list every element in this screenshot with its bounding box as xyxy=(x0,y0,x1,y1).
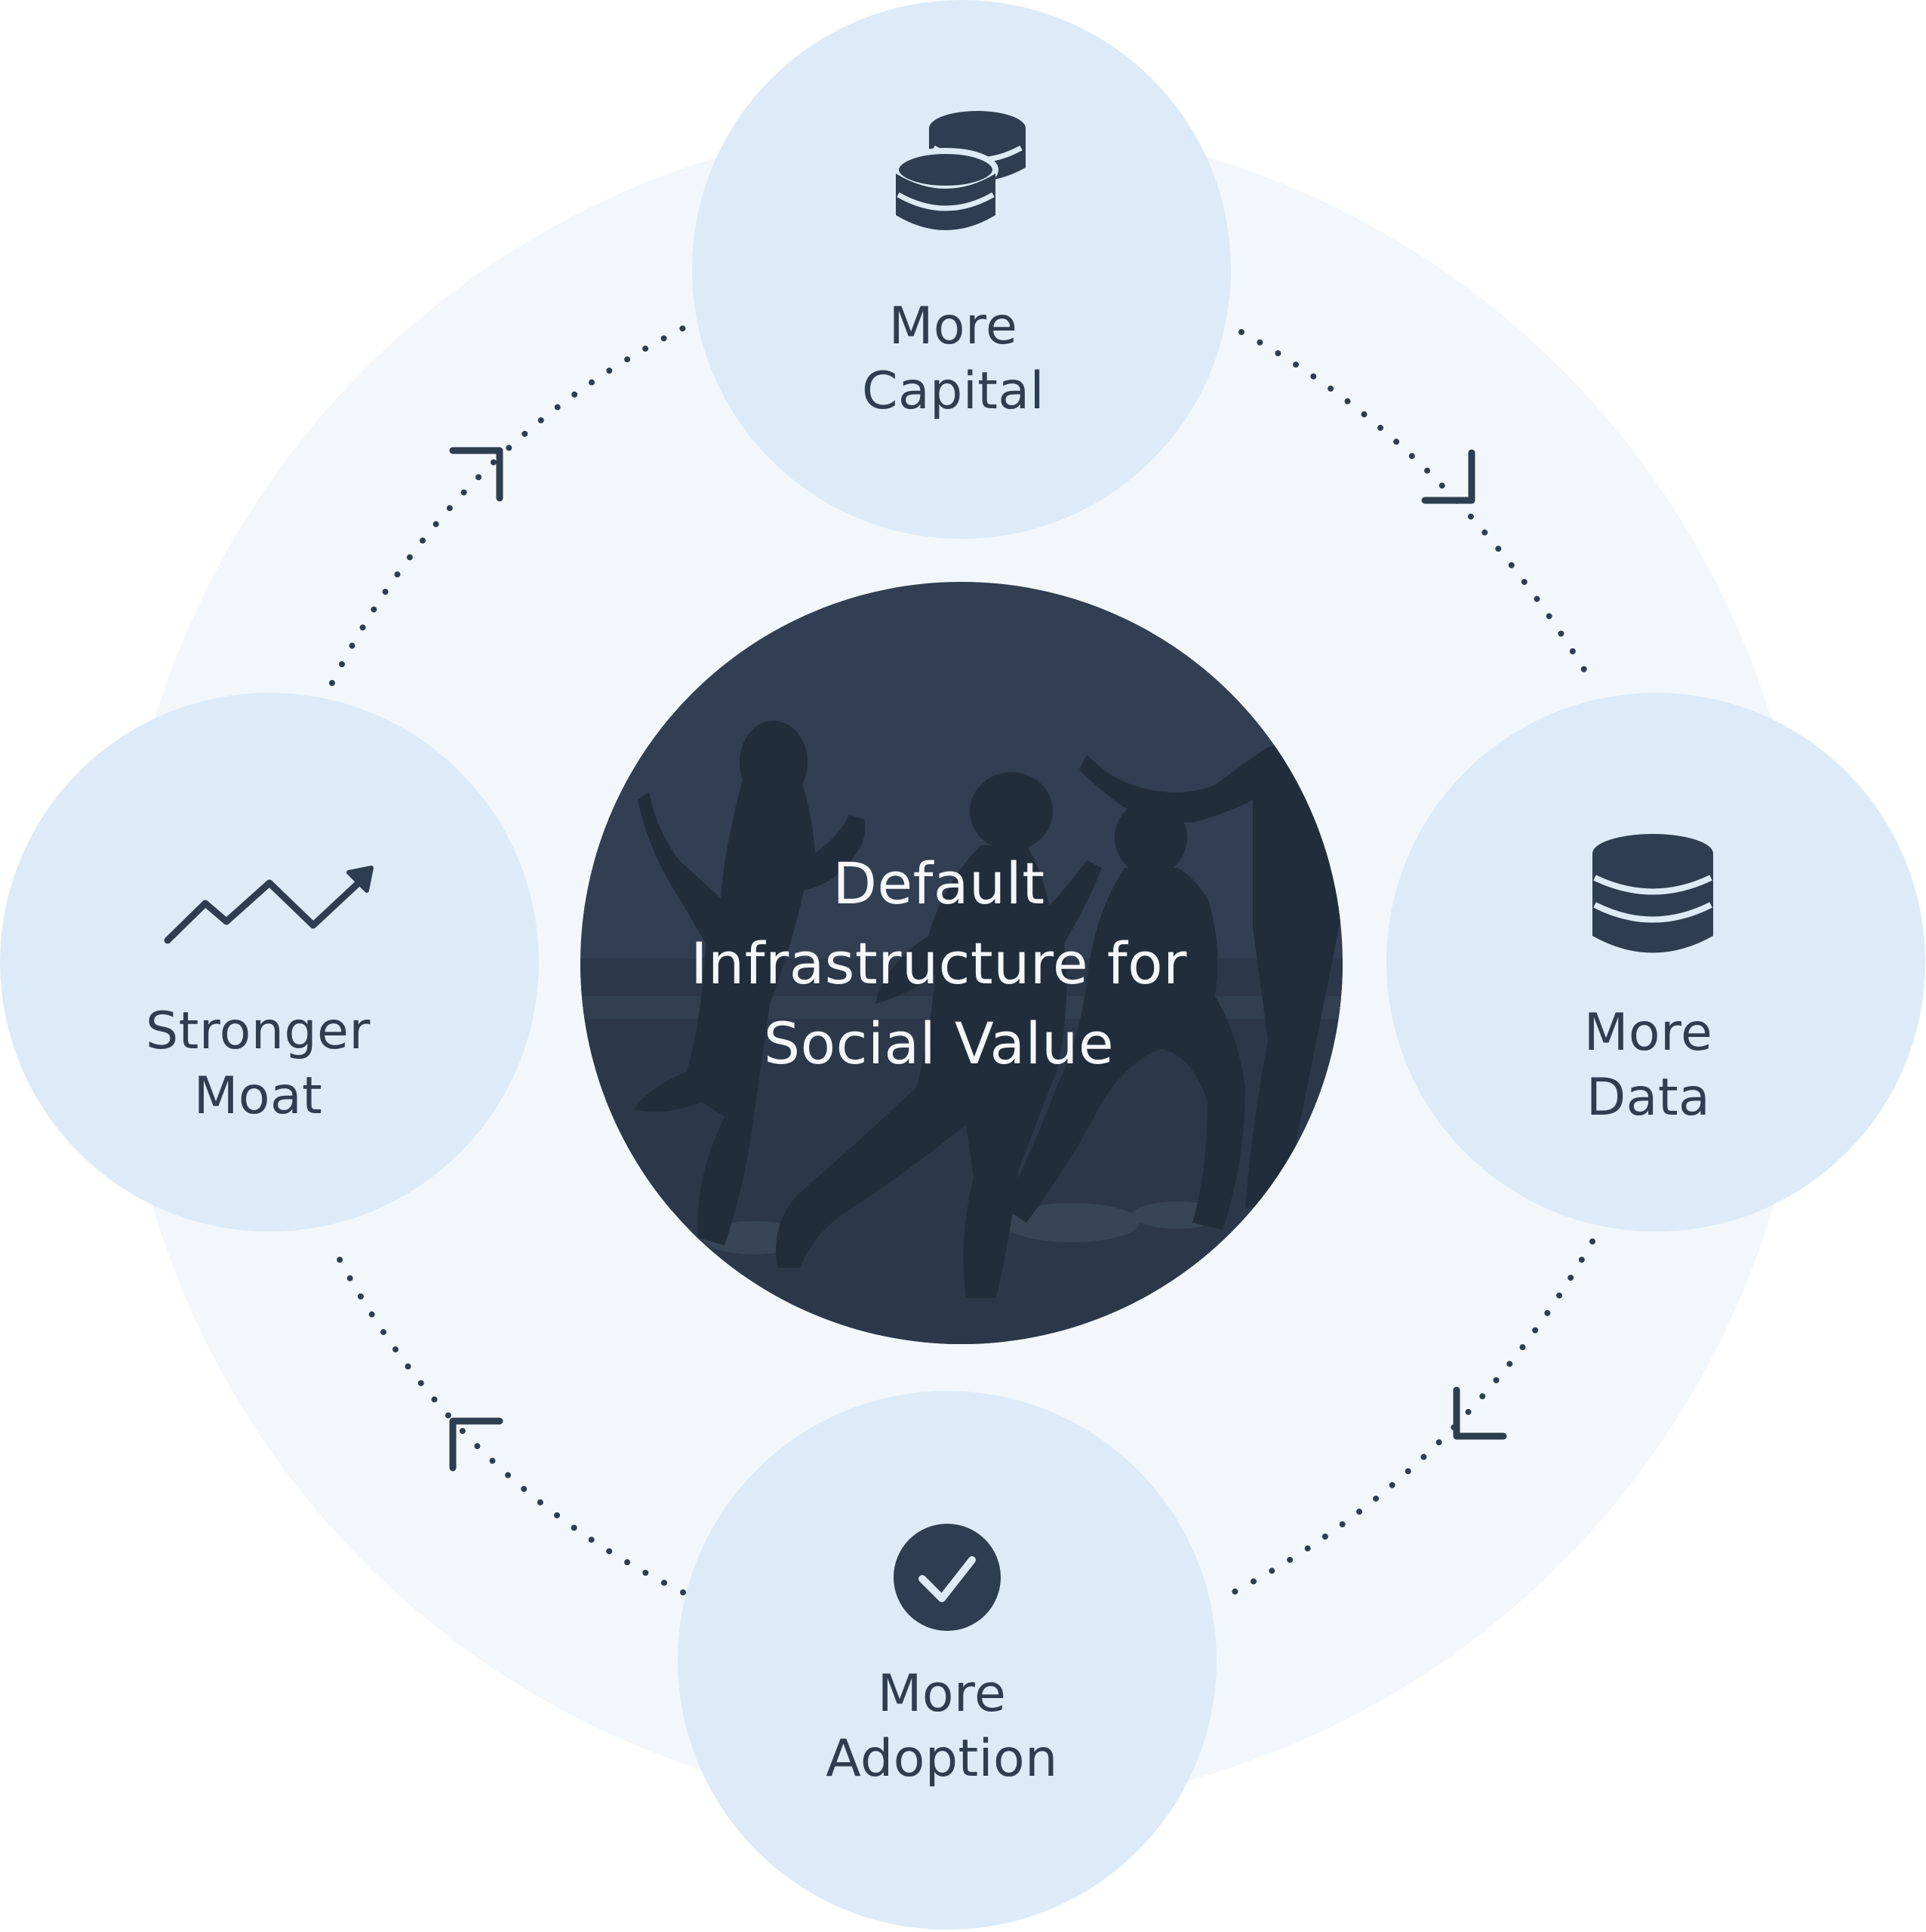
label-more-data-line2: Data xyxy=(1586,1068,1711,1128)
label-more-capital-line2: Capital xyxy=(862,361,1045,421)
label-more-capital: More Capital xyxy=(757,294,1149,424)
connector-moat-to-capital xyxy=(329,325,686,686)
arrowhead-bottom-right xyxy=(1453,1386,1507,1440)
node-stronger-moat xyxy=(0,693,539,1232)
node-more-capital xyxy=(692,0,1231,539)
label-stronger-moat: Stronger Moat xyxy=(62,999,454,1129)
label-stronger-moat-line1: Stronger xyxy=(146,1001,371,1061)
center-title-line1: Default xyxy=(832,850,1045,917)
trend-up-icon xyxy=(164,866,374,944)
checkmark-circle-icon xyxy=(894,1524,1001,1631)
coins-icon xyxy=(893,111,1026,230)
node-more-adoption xyxy=(678,1391,1217,1930)
center-title: Default Infrastructure for Social Value xyxy=(675,844,1203,1084)
center-title-line3: Social Value xyxy=(763,1010,1115,1077)
arrowhead-top-right xyxy=(1421,449,1475,504)
connector-capital-to-data xyxy=(1238,329,1595,686)
label-more-adoption: More Adoption xyxy=(746,1662,1138,1792)
node-more-data xyxy=(1386,693,1925,1232)
center-title-line2: Infrastructure for xyxy=(691,930,1187,997)
label-stronger-moat-line2: Moat xyxy=(193,1066,323,1126)
database-icon xyxy=(1592,834,1713,953)
label-more-data: More Data xyxy=(1452,1001,1844,1131)
label-more-adoption-line1: More xyxy=(877,1664,1007,1724)
arrowhead-top-left xyxy=(449,447,503,502)
label-more-data-line1: More xyxy=(1583,1003,1713,1063)
arrowhead-bottom-left xyxy=(449,1417,503,1472)
label-more-adoption-line2: Adoption xyxy=(826,1729,1058,1789)
label-more-capital-line1: More xyxy=(888,297,1018,356)
